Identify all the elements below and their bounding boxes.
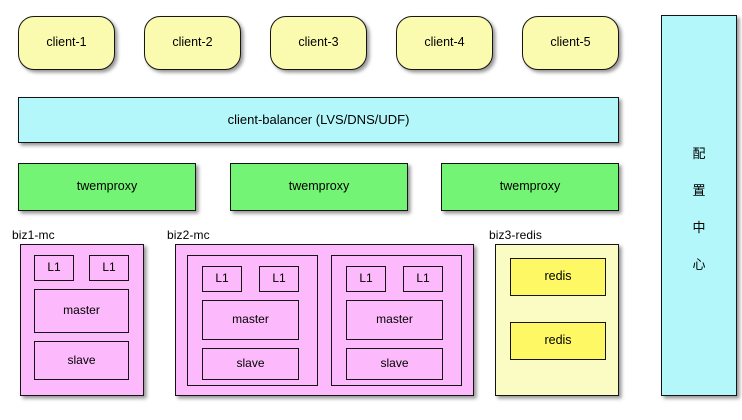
master-label: master xyxy=(232,312,269,327)
client-balancer-label: client-balancer (LVS/DNS/UDF) xyxy=(227,111,410,127)
slave-label: slave xyxy=(236,356,265,371)
redis-label: redis xyxy=(544,269,572,284)
l1-label: L1 xyxy=(359,271,373,286)
twemproxy-label: twemproxy xyxy=(76,179,138,194)
group-label-biz1-mc: biz1-mc xyxy=(12,228,55,242)
client-label: client-3 xyxy=(298,35,339,50)
redis-node[interactable]: redis xyxy=(510,258,606,296)
client-node-2[interactable]: client-2 xyxy=(144,16,241,70)
client-label: client-2 xyxy=(172,35,213,50)
l1-node[interactable]: L1 xyxy=(346,266,386,292)
shard-biz2-mc-2[interactable]: L1 L1 master slave xyxy=(331,255,462,386)
config-center-panel[interactable]: 配 置 中 心 xyxy=(661,15,737,396)
l1-label: L1 xyxy=(272,271,286,286)
l1-node[interactable]: L1 xyxy=(89,255,129,281)
master-label: master xyxy=(376,312,413,327)
l1-label: L1 xyxy=(102,260,116,275)
slave-node[interactable]: slave xyxy=(202,348,299,380)
group-label-biz2-mc: biz2-mc xyxy=(167,228,210,242)
master-node[interactable]: master xyxy=(34,289,129,333)
config-center-char-4: 心 xyxy=(692,257,706,272)
slave-label: slave xyxy=(67,352,96,367)
l1-label: L1 xyxy=(215,271,229,286)
master-node[interactable]: master xyxy=(202,300,299,340)
group-biz1-mc[interactable]: L1 L1 master slave xyxy=(20,244,144,396)
client-label: client-4 xyxy=(424,35,465,50)
l1-node[interactable]: L1 xyxy=(403,266,443,292)
shard-biz2-mc-1[interactable]: L1 L1 master slave xyxy=(187,255,318,386)
twemproxy-label: twemproxy xyxy=(288,179,350,194)
group-biz3-redis[interactable]: redis redis xyxy=(495,244,619,396)
l1-label: L1 xyxy=(416,271,430,286)
slave-label: slave xyxy=(380,356,409,371)
slave-node[interactable]: slave xyxy=(34,341,129,380)
master-node[interactable]: master xyxy=(346,300,443,340)
l1-node[interactable]: L1 xyxy=(202,266,242,292)
group-label-biz3-redis: biz3-redis xyxy=(489,228,543,242)
config-center-char-1: 配 xyxy=(692,146,706,161)
config-center-char-2: 置 xyxy=(692,183,706,198)
client-node-1[interactable]: client-1 xyxy=(18,16,115,70)
l1-node[interactable]: L1 xyxy=(34,255,74,281)
client-balancer-bar[interactable]: client-balancer (LVS/DNS/UDF) xyxy=(18,97,619,143)
client-label: client-5 xyxy=(550,35,591,50)
client-node-5[interactable]: client-5 xyxy=(522,16,619,70)
twemproxy-node-1[interactable]: twemproxy xyxy=(18,163,196,211)
redis-node[interactable]: redis xyxy=(510,322,606,360)
twemproxy-label: twemproxy xyxy=(499,179,561,194)
client-node-4[interactable]: client-4 xyxy=(396,16,493,70)
master-label: master xyxy=(63,303,100,318)
l1-label: L1 xyxy=(47,260,61,275)
config-center-char-3: 中 xyxy=(692,220,706,235)
l1-node[interactable]: L1 xyxy=(259,266,299,292)
twemproxy-node-3[interactable]: twemproxy xyxy=(441,163,619,211)
twemproxy-node-2[interactable]: twemproxy xyxy=(230,163,408,211)
client-label: client-1 xyxy=(46,35,87,50)
slave-node[interactable]: slave xyxy=(346,348,443,380)
group-biz2-mc[interactable]: L1 L1 master slave L1 L1 master xyxy=(175,244,474,396)
client-node-3[interactable]: client-3 xyxy=(270,16,367,70)
redis-label: redis xyxy=(544,333,572,348)
